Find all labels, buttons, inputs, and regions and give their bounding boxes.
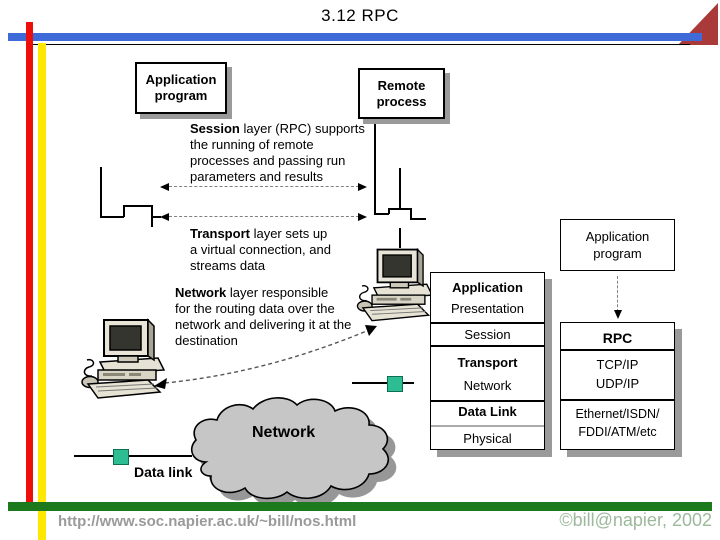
header-hairline — [28, 44, 690, 45]
left-connector-line — [151, 216, 161, 218]
session-layer-text-line2: the running of remote — [190, 137, 314, 152]
rpc-stack-divider — [561, 349, 674, 351]
page-title: 3.12 RPC — [321, 6, 399, 25]
session-dashed-arrow-right-head — [358, 183, 367, 191]
osi-row-session: Session — [464, 327, 511, 342]
application-program-box-right: Application program — [560, 219, 675, 271]
header-blue-bar — [8, 33, 702, 41]
osi-divider — [431, 400, 544, 402]
network-layer-text-line3: network and delivering it at the — [175, 317, 352, 332]
remote-process-box-line1: Remote — [377, 77, 426, 93]
network-layer-text-line2: for the routing data over the — [175, 301, 335, 316]
network-layer-text-lead: Network — [175, 285, 227, 300]
osi-divider — [431, 322, 544, 324]
footer-green-bar — [8, 502, 712, 511]
footer-url: http://www.soc.napier.ac.uk/~bill/nos.ht… — [58, 513, 357, 530]
right-connector-line — [374, 213, 389, 215]
osi-row-application: Application — [452, 280, 523, 295]
rpc-stack-ethernet: Ethernet/ISDN/ — [575, 407, 660, 421]
osi-row-data-link: Data Link — [458, 404, 517, 419]
transport-layer-text-line1: layer sets up — [249, 226, 328, 241]
rpc-stack-fddi: FDDI/ATM/etc — [578, 425, 657, 439]
session-dashed-arrow-left-head — [160, 183, 169, 191]
left-connector-line — [100, 216, 124, 218]
network-node-square — [113, 449, 129, 465]
transport-layer-text-line2: a virtual connection, and — [190, 242, 331, 257]
session-dashed-arrow — [169, 186, 359, 187]
network-cloud-label: Network — [252, 424, 316, 441]
lan-link-line — [352, 382, 414, 384]
left-yellow-stripe — [38, 43, 46, 540]
application-program-box-left-line2: program — [154, 88, 208, 103]
data-link-label: Data link — [134, 464, 193, 480]
routing-dashed-arrow — [154, 325, 377, 389]
session-layer-text-line3: processes and passing run — [190, 153, 346, 168]
application-program-box-right-line2: program — [593, 246, 642, 261]
rpc-dashed-arrow — [617, 276, 618, 312]
session-layer-text: Session layer (RPC) supports the running… — [190, 121, 375, 185]
left-connector-line — [123, 205, 125, 217]
rpc-stack-rpc: RPC — [602, 330, 633, 346]
transport-layer-text: Transport layer sets up a virtual connec… — [190, 226, 375, 274]
network-cloud-icon — [190, 397, 397, 507]
rpc-dashed-arrow-head — [614, 310, 622, 319]
right-connector-line — [374, 120, 376, 214]
remote-process-box-line2: process — [376, 93, 427, 109]
osi-row-transport: Transport — [457, 355, 518, 370]
session-layer-text-lead: Session — [190, 121, 240, 136]
rpc-stack-divider — [561, 399, 674, 401]
session-layer-text-line1: layer (RPC) supports — [239, 121, 365, 136]
desktop-computer-icon — [81, 318, 166, 399]
osi-row-network: Network — [463, 378, 512, 393]
application-program-box-left-line1: Application — [145, 72, 217, 87]
transport-layer-text-line3: streams data — [190, 258, 266, 273]
osi-stack: Application Presentation Session Transpo… — [430, 272, 545, 450]
network-layer-text-line1: layer responsible — [226, 285, 329, 300]
network-layer-text-line4: destination — [175, 333, 238, 348]
transport-dashed-arrow — [169, 216, 359, 217]
right-connector-line — [388, 208, 390, 214]
left-red-stripe — [26, 22, 33, 503]
network-layer-text: Network layer responsible for the routin… — [175, 285, 375, 349]
footer-copyright: ©bill@napier, 2002 — [559, 510, 712, 530]
remote-process-box: Remote process — [358, 68, 445, 119]
network-node-square — [387, 376, 403, 392]
rpc-stack-udpip: UDP/IP — [595, 376, 640, 391]
application-program-box-right-line1: Application — [585, 229, 650, 244]
right-connector-line — [410, 208, 412, 219]
transport-dashed-arrow-right-head — [358, 213, 367, 221]
transport-layer-text-lead: Transport — [190, 226, 250, 241]
desktop-computer-icon — [356, 247, 434, 322]
osi-row-presentation: Presentation — [451, 301, 524, 316]
left-connector-line — [100, 167, 102, 217]
rpc-stack: RPC TCP/IP UDP/IP Ethernet/ISDN/ FDDI/AT… — [560, 322, 675, 450]
left-connector-line — [123, 205, 152, 207]
transport-dashed-arrow-left-head — [160, 213, 169, 221]
osi-row-physical: Physical — [463, 431, 512, 446]
right-connector-line — [399, 228, 401, 248]
session-layer-text-line4: parameters and results — [190, 169, 323, 184]
application-program-box-left: Application program — [135, 62, 227, 114]
osi-divider — [431, 345, 544, 347]
right-connector-line — [399, 168, 401, 209]
rpc-stack-tcpip: TCP/IP — [596, 357, 639, 372]
right-connector-line — [410, 218, 426, 220]
osi-divider-gray — [431, 425, 544, 427]
data-link-line — [74, 455, 192, 457]
